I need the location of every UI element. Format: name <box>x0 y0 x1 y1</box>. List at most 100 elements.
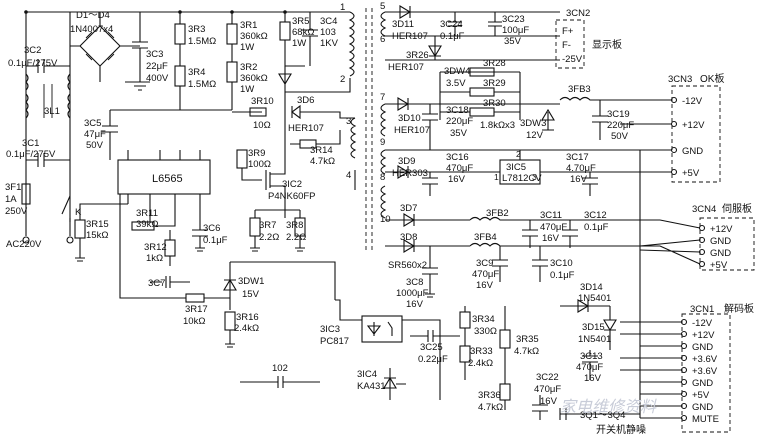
r26-ref: 3R26 <box>406 50 429 61</box>
r2-power: 1W <box>240 84 254 95</box>
c17-voltage: 16V <box>570 174 588 185</box>
ic5-ref: 3IC5 <box>506 162 526 173</box>
ic3-value: PC817 <box>320 336 349 347</box>
cn1-pin-8: GND <box>692 402 713 413</box>
c1-ref: 3C1 <box>22 138 39 149</box>
c8-cap: 1000μF <box>396 288 429 299</box>
cn3-title: OK板 <box>700 72 724 85</box>
d8-label: 3D8 <box>400 232 417 243</box>
ic3-ref: 3IC3 <box>320 324 340 335</box>
cn1-pin-9: MUTE <box>692 414 719 425</box>
c25-value: 0.22μF <box>418 354 448 365</box>
watermark: 家电维修资料 <box>560 398 657 416</box>
r7-ref: 3R7 <box>259 220 276 231</box>
c23-ref: 3C23 <box>502 14 525 25</box>
r5-ref: 3R5 <box>292 16 309 27</box>
c11-cap: 470μF <box>540 222 567 233</box>
ic4-value: KA431 <box>357 381 386 392</box>
r1-power: 1W <box>240 42 254 53</box>
switch-label: K <box>75 207 82 218</box>
r30-value: 1.8kΩx3 <box>480 120 515 131</box>
d11-ref: 3D11 <box>392 19 414 30</box>
c22-cap: 470μF <box>534 384 561 395</box>
cn3-pin-4: +5V <box>682 168 700 179</box>
cn4-pin-3: GND <box>710 248 731 259</box>
dw4-ref: 3DW4 <box>444 66 470 77</box>
fuse-rating: 1A <box>5 194 17 205</box>
r15-ref: 3R15 <box>86 219 109 230</box>
c2-value: 0.1μF/275V <box>8 58 58 69</box>
dw1-value: 15V <box>242 289 260 300</box>
sr-label: SR560x2 <box>388 260 427 271</box>
c4-value: 103 <box>320 27 336 38</box>
pin-3: 3 <box>346 116 351 127</box>
r10-value: 10Ω <box>253 120 271 131</box>
input-section <box>21 10 180 244</box>
r11-ref: 3R11 <box>136 208 158 219</box>
c4-ref: 3C4 <box>320 16 337 27</box>
r28-label: 3R28 <box>483 58 506 69</box>
c18-cap: 220μF <box>446 116 473 127</box>
connector-3cn3: 3CN3 OK板 -12V +12V GND +5V <box>668 72 724 179</box>
r34-value: 330Ω <box>474 326 497 337</box>
connector-3cn1: 3CN1 解码板 -12V +12V GND +3.6V +3.6V GND +… <box>690 302 754 425</box>
d14-ref: 3D14 <box>580 282 603 293</box>
cn3-name: 3CN3 <box>668 74 692 85</box>
c12-ref: 3C12 <box>584 210 607 221</box>
dw3-ref: 3DW3 <box>520 118 546 129</box>
cn1-pin-3: GND <box>692 342 713 353</box>
r29-label: 3R29 <box>483 78 506 89</box>
c23-voltage: 35V <box>504 36 522 47</box>
ic2-value: P4NK60FP <box>268 191 316 202</box>
ic1-label: L6565 <box>152 173 183 185</box>
c22-ref: 3C22 <box>536 372 559 383</box>
c11-voltage: 16V <box>542 233 560 244</box>
cn1-pin-7: +5V <box>692 390 710 401</box>
r30-ref: 3R30 <box>483 98 506 109</box>
cn2-pin-2: F- <box>562 40 571 51</box>
cn4-name: 3CN4 <box>692 204 716 215</box>
r33-value: 2.4kΩ <box>468 358 493 369</box>
c24-value: 0.1μF <box>440 31 465 42</box>
transformer-core <box>365 8 373 250</box>
cn4-pin-1: +12V <box>710 224 733 235</box>
ac-input-label: AC220V <box>6 239 42 250</box>
dw1-ref: 3DW1 <box>238 276 264 287</box>
d10-ref: 3D10 <box>398 113 421 124</box>
pin-4: 4 <box>346 170 351 181</box>
c3-cap: 22μF <box>146 61 168 72</box>
d6-value: HER107 <box>288 123 324 134</box>
c18-ref: 3C18 <box>446 105 469 116</box>
ic5-value: L7812CV <box>502 173 542 184</box>
cn3-pin-3: GND <box>682 146 703 157</box>
r34-ref: 3R34 <box>472 314 495 325</box>
cn1-pin-1: -12V <box>692 318 713 329</box>
d6-ref: 3D6 <box>297 95 314 106</box>
d15-value: 1N5401 <box>578 334 611 345</box>
cn4-title: 伺服板 <box>722 202 752 215</box>
c25-ref: 3C25 <box>420 342 443 353</box>
c1-value: 0.1μF/275V <box>6 149 56 160</box>
connector-3cn2: 3CN2 显示板 F+ F- -25V <box>562 8 622 65</box>
r1-ref: 3R1 <box>240 20 257 31</box>
c9-voltage: 16V <box>476 280 494 291</box>
r5-power: 1W <box>292 38 306 49</box>
d7-label: 3D7 <box>400 203 417 214</box>
c17-ref: 3C17 <box>566 152 589 163</box>
c10-ref: 3C10 <box>550 258 573 269</box>
cn1-pin-4: +3.6V <box>692 354 718 365</box>
c3-voltage: 400V <box>146 73 169 84</box>
c6-ref: 3C6 <box>203 223 220 234</box>
ic5-pin-1: 1 <box>494 172 499 182</box>
r36-ref: 3R36 <box>478 390 501 401</box>
primary-section <box>74 10 406 400</box>
cn3-pin-1: -12V <box>682 96 703 107</box>
c9-cap: 470μF <box>472 269 499 280</box>
cn4-pin-2: GND <box>710 236 731 247</box>
cn1-title: 解码板 <box>724 302 754 315</box>
fb3-label: 3FB3 <box>568 84 591 95</box>
q-label: 3Q1～3Q4 <box>580 410 625 421</box>
r17-ref: 3R17 <box>185 304 208 315</box>
pin-7: 7 <box>380 92 385 103</box>
r5-value: 68kΩ <box>292 27 314 38</box>
